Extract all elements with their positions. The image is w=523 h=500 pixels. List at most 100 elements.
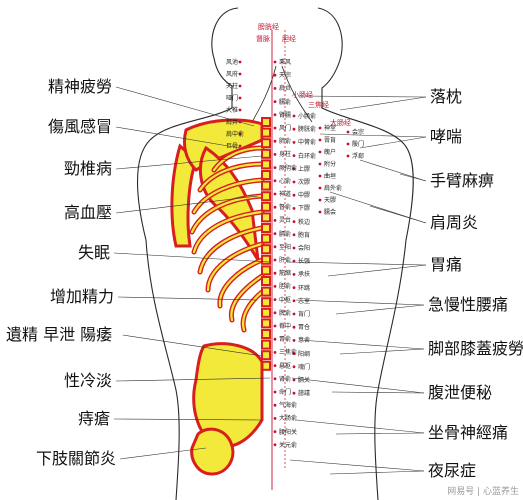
acupoint-dot — [238, 144, 242, 148]
acupoint-dot — [292, 273, 296, 276]
acupoint-dot — [346, 142, 350, 146]
acupoint-name: 白环俞 — [298, 152, 317, 160]
acupoint-name: 至阳 — [279, 243, 292, 251]
body-outline — [137, 7, 414, 500]
acupoint-name: 命门 — [279, 389, 292, 396]
condition-label: 精神疲勞 — [48, 77, 113, 96]
acupoint-dot — [292, 127, 296, 131]
leader-line — [113, 252, 271, 263]
vertebra — [261, 350, 271, 361]
vertebra — [261, 159, 271, 170]
leader-line — [369, 205, 427, 224]
leader-line — [319, 133, 427, 138]
condition-label: 高血壓 — [64, 203, 113, 222]
acupoint-dot — [292, 259, 296, 263]
acupoint-dot — [292, 154, 296, 158]
acupoint-name: 殷门 — [352, 141, 365, 148]
watermark: 网易号 | 心蓝养生 — [447, 487, 519, 497]
acupoint-name: 风池 — [226, 59, 239, 66]
condition-label: 胃痛 — [430, 255, 463, 274]
acupoint-name: 曲垣 — [324, 173, 337, 180]
acupoint-name: 阳纲 — [298, 350, 311, 358]
acupoint-name: 天髎 — [324, 197, 337, 204]
acupoint-name: 小肠俞 — [298, 113, 317, 120]
vertebra — [261, 297, 271, 308]
acupoint-name: 上髎 — [298, 165, 311, 173]
acupoint-name: 悬枢 — [279, 362, 292, 370]
acupoint-dot — [273, 87, 277, 90]
acupoint-name: 肩外俞 — [324, 185, 343, 192]
leader-line — [299, 95, 427, 98]
vertebra — [261, 339, 271, 350]
acupoint-name: 灵台 — [279, 217, 292, 225]
acupoint-name: 会宗 — [352, 129, 365, 136]
leader-line — [122, 334, 263, 357]
vertebra — [261, 180, 271, 191]
acupoint-dot — [292, 180, 296, 184]
leader-line — [327, 264, 427, 277]
acupoint-dot — [292, 207, 296, 210]
condition-label: 落枕 — [430, 87, 463, 106]
acupoint-name: 天柱 — [226, 83, 239, 90]
vertebra — [261, 201, 271, 212]
acupoint-dot — [273, 377, 277, 381]
acupoint-name: 譩譆 — [298, 390, 311, 398]
vertebra — [261, 329, 271, 339]
vertebra — [261, 148, 271, 159]
condition-label: 肩周炎 — [430, 213, 479, 232]
acupoint-dot — [273, 179, 277, 183]
acupoint-dot — [273, 205, 277, 209]
acupoint-name: 肾俞 — [279, 375, 292, 383]
acupoint-dot — [318, 126, 322, 130]
acupoint-dot — [273, 390, 277, 394]
acupoint-name: 魄户 — [324, 149, 337, 156]
acupoint-name: 胞肓 — [298, 231, 311, 239]
acupoint-dot — [292, 378, 296, 382]
meridian-name: 大肠经 — [330, 119, 351, 127]
leader-line — [339, 348, 425, 355]
condition-label: 坐骨神經痛 — [428, 423, 509, 442]
acupoint-dot — [273, 403, 277, 407]
acupoint-dot — [292, 312, 296, 316]
meridian-name: 胆经 — [282, 35, 296, 43]
meridian-lines — [271, 30, 286, 490]
acupoint-dot — [238, 84, 242, 88]
acupoint-dot — [292, 193, 296, 197]
acupoint-name: 膈俞 — [279, 230, 292, 238]
leader-line — [289, 459, 425, 472]
acupoint-name: 意舍 — [298, 337, 311, 345]
spine — [261, 117, 271, 371]
acupoint-dot — [238, 96, 242, 100]
acupoint-name: 秩边 — [298, 218, 311, 226]
leader-line — [117, 296, 257, 301]
vertebra — [261, 307, 271, 318]
acupoint-name: 膈关 — [298, 377, 311, 384]
acupoint-name: 腰阳关 — [279, 428, 298, 436]
acupoint-name: 胃俞 — [279, 336, 292, 344]
acupoint-dot — [273, 311, 277, 315]
acupoint-dot — [273, 364, 277, 367]
acupoint-name: 关元俞 — [279, 441, 298, 449]
vertebra — [261, 233, 271, 244]
leader-line — [115, 86, 255, 127]
acupoint-dot — [318, 150, 322, 154]
acupoint-name: 中枢 — [279, 296, 292, 304]
leader-line — [115, 195, 259, 214]
acupoint-dot — [238, 120, 242, 124]
leader-line — [113, 418, 263, 421]
acupoint-dot — [292, 233, 296, 237]
acupoint-dot — [292, 286, 296, 289]
acupoint-dot — [346, 154, 350, 158]
acupoint-dot — [292, 246, 296, 250]
condition-label: 急慢性腰痛 — [428, 295, 509, 314]
acupoint-dot — [318, 174, 322, 178]
leader-line — [359, 136, 427, 149]
acupoint-dot — [292, 391, 296, 395]
leader-line — [339, 96, 427, 111]
leader-line — [331, 391, 425, 394]
condition-label: 勁椎病 — [64, 159, 113, 178]
acupoint-dot — [318, 210, 322, 214]
condition-label: 腹泄便秘 — [428, 383, 493, 402]
acupoint-dot — [318, 138, 322, 142]
